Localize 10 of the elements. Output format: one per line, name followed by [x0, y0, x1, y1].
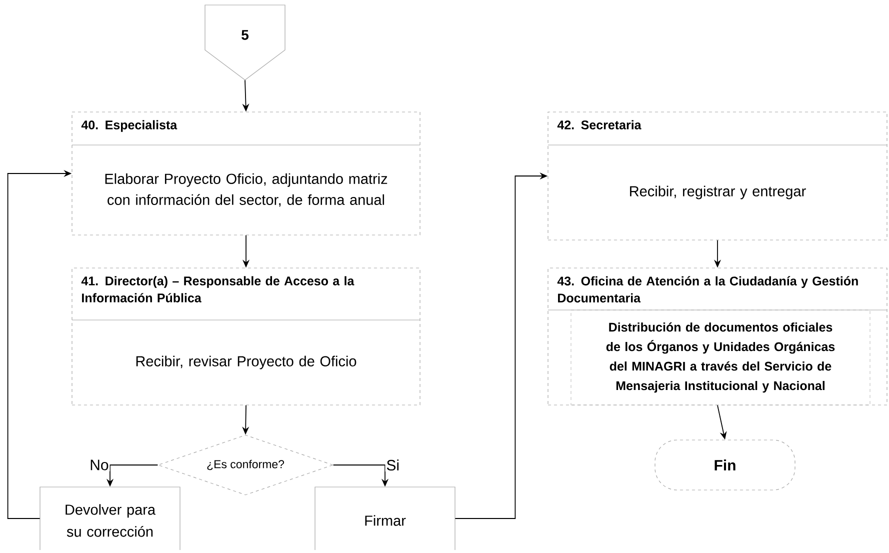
process-box: 40. Especialista Elaborar Proyecto Oficio, adjuntando matriz con información del sector, de forma anual: [72, 112, 420, 236]
process-box: Devolver para su corrección: [40, 486, 180, 550]
edge-label: No: [88, 458, 110, 472]
process-box: Firmar: [314, 486, 456, 550]
edge-label: Si: [385, 458, 401, 472]
terminator: Fin: [654, 440, 796, 490]
offpage-connector: 5: [204, 4, 286, 80]
process-box: 41. Director(a) – Responsable de Acceso a la Información Pública Recibir, revisar Proyecto de Oficio: [72, 268, 420, 406]
process-box: 43. Oficina de Atención a la Ciudadanía y Gestión Documentaria Distribución de documentos oficiales de los Órganos y Unidades Orgánicas del MINAGRI a través del Servicio de Mensajeria Institucional y Nacional: [548, 268, 888, 406]
process-box: 42. Secretaria Recibir, registrar y entregar: [548, 112, 888, 240]
